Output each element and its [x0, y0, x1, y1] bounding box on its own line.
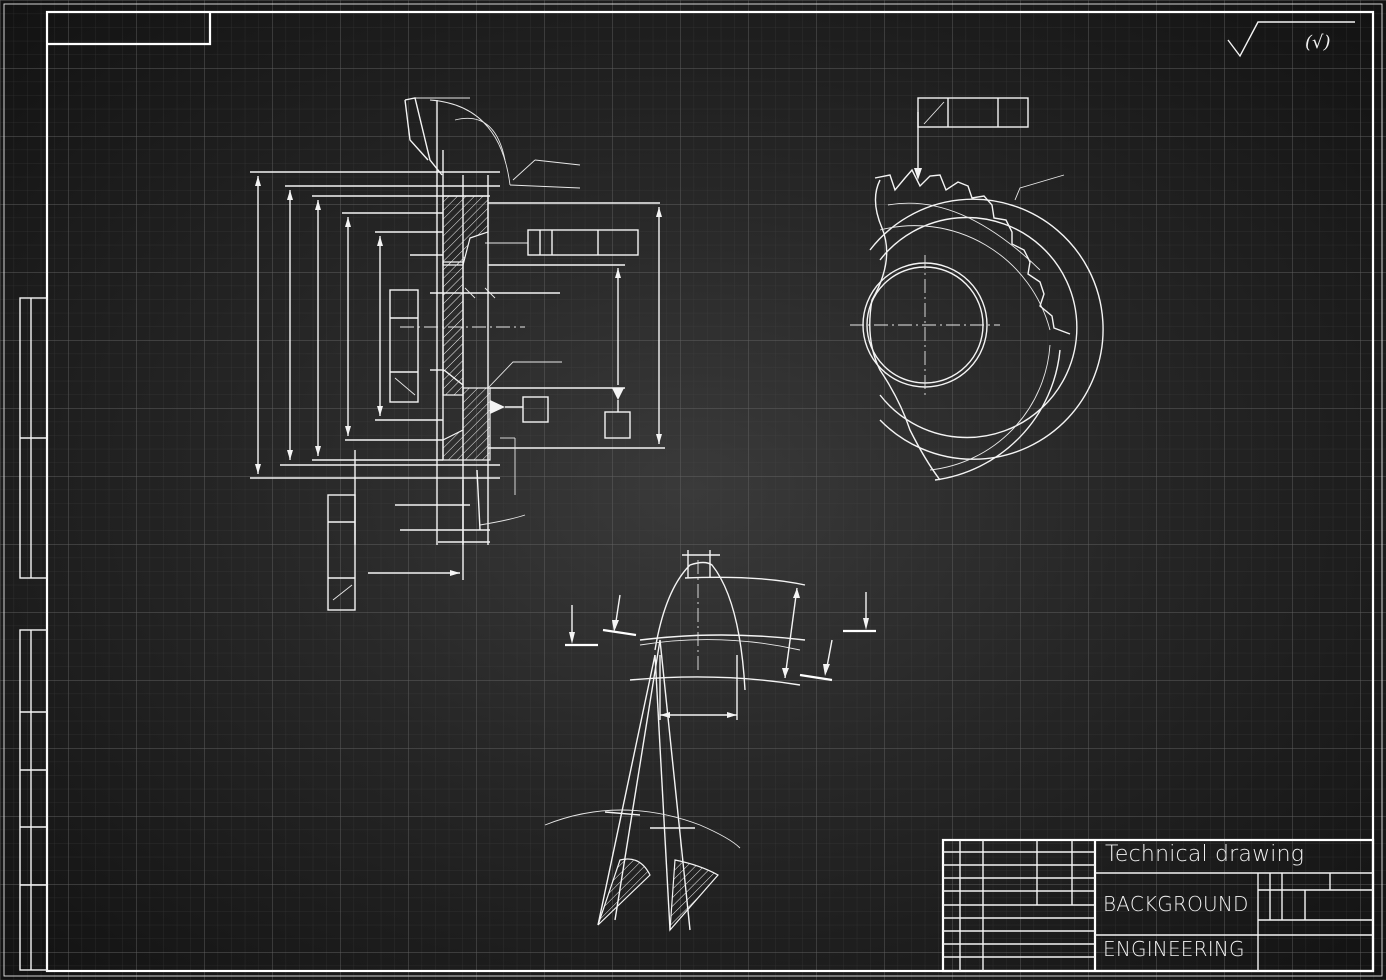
- title-block-line3: ENGINEERING: [1103, 937, 1245, 961]
- sheet-frame: [3, 3, 1383, 977]
- gear-tooth-icon: [850, 97, 1104, 481]
- title-block-title: Technical drawing: [1105, 842, 1305, 867]
- margin-stamp: [19, 297, 48, 971]
- section-view-left: [250, 97, 665, 611]
- tooth-profile-detail: [544, 550, 876, 932]
- title-block: [941, 838, 1375, 973]
- surface-roughness-icon: [1227, 21, 1355, 58]
- title-block-line2: BACKGROUND: [1103, 892, 1249, 916]
- roughness-label: (√): [1305, 32, 1331, 53]
